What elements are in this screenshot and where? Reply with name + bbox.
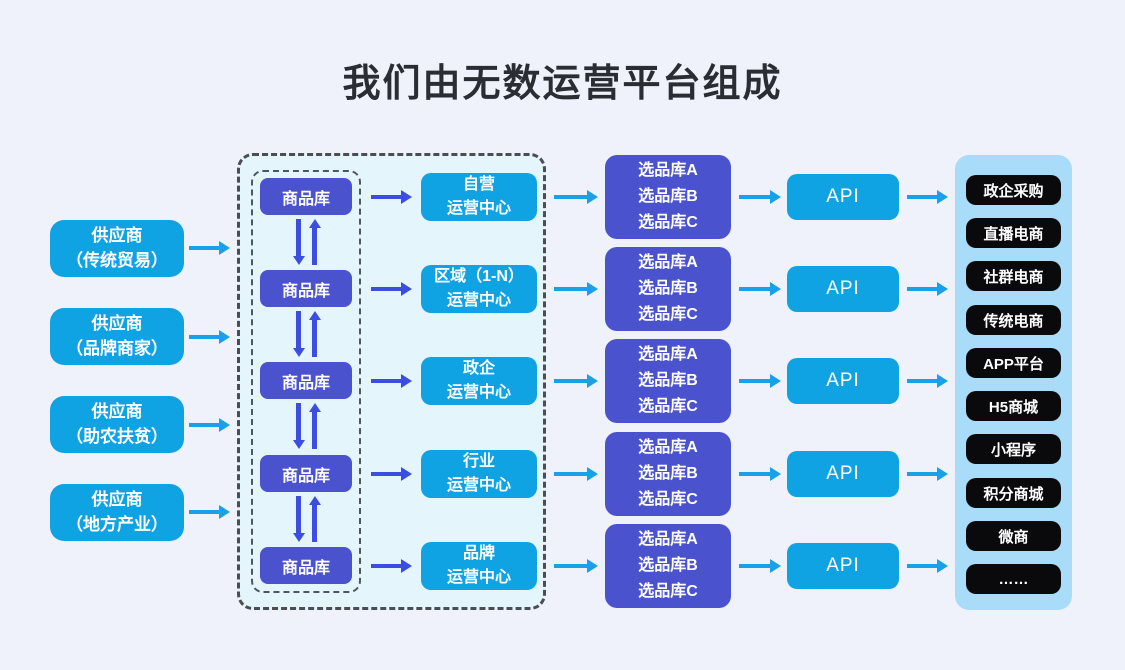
channel-pill: 微商: [966, 521, 1061, 551]
arrow-right-icon: [371, 195, 401, 199]
selection-library-box: 选品库A 选品库B 选品库C: [605, 524, 731, 608]
arrow-right-icon: [907, 379, 937, 383]
operation-center-box: 区域（1-N） 运营中心: [421, 265, 537, 313]
selection-library-box: 选品库A 选品库B 选品库C: [605, 339, 731, 423]
api-box: API: [787, 451, 899, 497]
channel-pill: APP平台: [966, 348, 1061, 378]
channel-pill: 积分商城: [966, 478, 1061, 508]
arrow-down-icon: [296, 403, 301, 440]
api-box: API: [787, 266, 899, 312]
selection-library-box: 选品库A 选品库B 选品库C: [605, 247, 731, 331]
selection-library-box: 选品库A 选品库B 选品库C: [605, 432, 731, 516]
arrow-right-icon: [554, 564, 587, 568]
page-title: 我们由无数运营平台组成: [342, 63, 783, 105]
product-library-box: 商品库: [260, 455, 352, 492]
arrow-right-icon: [371, 379, 401, 383]
arrow-right-icon: [189, 510, 219, 514]
arrow-right-icon: [739, 287, 770, 291]
arrow-right-icon: [907, 195, 937, 199]
channel-pill: 社群电商: [966, 261, 1061, 291]
arrow-right-icon: [189, 423, 219, 427]
arrow-right-icon: [739, 472, 770, 476]
arrow-up-icon: [312, 505, 317, 542]
arrow-right-icon: [739, 564, 770, 568]
arrow-up-icon: [312, 228, 317, 265]
arrow-right-icon: [189, 335, 219, 339]
channel-pill: H5商城: [966, 391, 1061, 421]
arrow-right-icon: [907, 287, 937, 291]
api-box: API: [787, 174, 899, 220]
channel-pill: 传统电商: [966, 305, 1061, 335]
arrow-down-icon: [296, 219, 301, 256]
arrow-right-icon: [554, 287, 587, 291]
operation-center-box: 行业 运营中心: [421, 450, 537, 498]
arrow-right-icon: [371, 564, 401, 568]
supplier-box: 供应商 （助农扶贫）: [50, 396, 184, 453]
arrow-right-icon: [907, 564, 937, 568]
product-library-box: 商品库: [260, 270, 352, 307]
arrow-right-icon: [554, 195, 587, 199]
arrow-right-icon: [554, 472, 587, 476]
arrow-up-icon: [312, 412, 317, 449]
arrow-up-icon: [312, 320, 317, 357]
operation-center-box: 自营 运营中心: [421, 173, 537, 221]
channel-pill: ……: [966, 564, 1061, 594]
api-box: API: [787, 543, 899, 589]
channel-pill: 小程序: [966, 434, 1061, 464]
arrow-right-icon: [554, 379, 587, 383]
channel-pill: 政企采购: [966, 175, 1061, 205]
selection-library-box: 选品库A 选品库B 选品库C: [605, 155, 731, 239]
arrow-down-icon: [296, 496, 301, 533]
product-library-box: 商品库: [260, 362, 352, 399]
supplier-box: 供应商 （品牌商家）: [50, 308, 184, 365]
arrow-right-icon: [371, 472, 401, 476]
arrow-right-icon: [371, 287, 401, 291]
api-box: API: [787, 358, 899, 404]
supplier-box: 供应商 （传统贸易）: [50, 220, 184, 277]
product-library-box: 商品库: [260, 547, 352, 584]
arrow-right-icon: [189, 246, 219, 250]
operation-center-box: 品牌 运营中心: [421, 542, 537, 590]
product-library-dashed-panel: [251, 170, 361, 593]
product-library-box: 商品库: [260, 178, 352, 215]
arrow-right-icon: [907, 472, 937, 476]
supplier-box: 供应商 （地方产业）: [50, 484, 184, 541]
operation-center-box: 政企 运营中心: [421, 357, 537, 405]
arrow-right-icon: [739, 195, 770, 199]
arrow-down-icon: [296, 311, 301, 348]
arrow-right-icon: [739, 379, 770, 383]
channel-pill: 直播电商: [966, 218, 1061, 248]
